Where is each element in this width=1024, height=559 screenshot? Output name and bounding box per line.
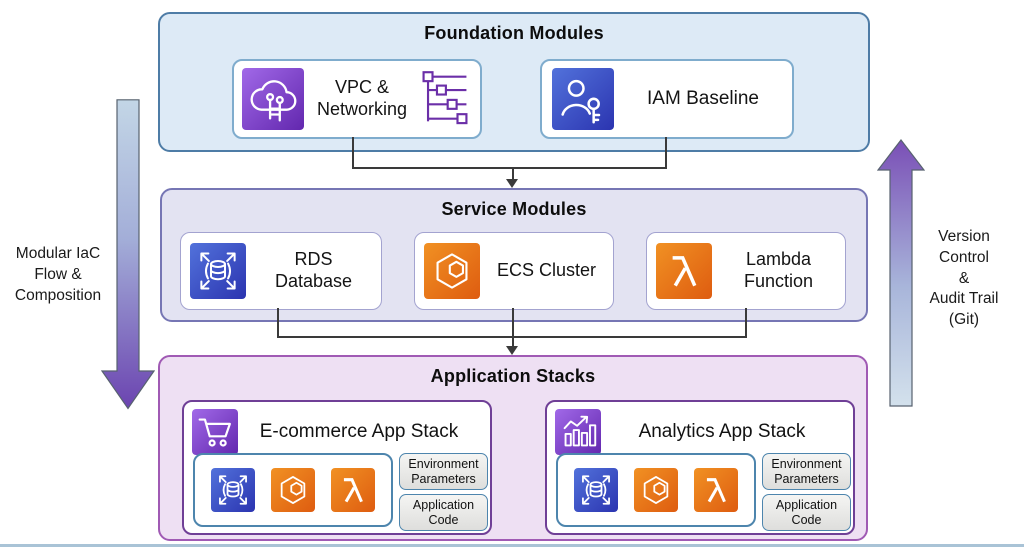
ecs-cluster-card: ECS Cluster (414, 232, 614, 310)
foundation-modules-section: Foundation Modules VPC & Networking (158, 12, 870, 152)
right-flow-label-line: Version (938, 228, 990, 245)
flow-down-arrow-icon (101, 99, 155, 410)
lambda-function-label: Lambda Function (743, 249, 814, 291)
connector-line (665, 137, 667, 168)
ecs-hexagon-icon (271, 468, 315, 512)
analytics-application-code-box: Application Code (762, 494, 851, 531)
connector-line (352, 137, 354, 168)
left-flow-label-line: Modular IaC (15, 245, 101, 262)
right-flow-label: Version Control & Audit Trail (Git) (922, 227, 1006, 331)
lambda-function-card: Lambda Function (646, 232, 846, 310)
connector-arrowhead-icon (506, 346, 518, 355)
rds-database-card: RDS Database (180, 232, 382, 310)
left-flow-label: Modular IaC Flow & Composition (2, 244, 114, 306)
rds-database-icon (211, 468, 255, 512)
analytics-chart-icon (555, 409, 601, 455)
lambda-icon (694, 468, 738, 512)
rds-database-icon (190, 243, 246, 299)
analytics-stack-title: Analytics App Stack (638, 421, 806, 442)
analytics-environment-parameters-box: Environment Parameters (762, 453, 851, 490)
ecommerce-components-box (193, 453, 393, 527)
application-section-title: Application Stacks (430, 366, 596, 386)
bottom-divider (0, 544, 1024, 547)
rds-database-icon (574, 468, 618, 512)
ecommerce-application-code-box: Application Code (399, 494, 488, 531)
connector-line (512, 167, 514, 181)
left-flow-label-line: Flow & (34, 265, 82, 283)
analytics-stack-header: Analytics App Stack (547, 402, 853, 456)
connector-line (512, 308, 514, 348)
iam-user-key-icon (552, 68, 614, 130)
connector-line (277, 308, 279, 337)
service-section-title: Service Modules (441, 199, 587, 219)
rds-database-label: RDS Database (274, 249, 353, 291)
iam-baseline-label: IAM Baseline (647, 87, 759, 109)
iam-baseline-card: IAM Baseline (540, 59, 794, 139)
ecs-cluster-label: ECS Cluster (496, 260, 597, 281)
right-flow-label-line: (Git) (948, 311, 980, 329)
ecommerce-stack-header: E-commerce App Stack (184, 402, 490, 456)
ecs-hexagon-icon (634, 468, 678, 512)
connector-arrowhead-icon (506, 179, 518, 188)
left-flow-label-line: Composition (14, 286, 102, 304)
ecs-hexagon-icon (424, 243, 480, 299)
right-flow-label-line: Control (939, 248, 989, 266)
connector-line (745, 308, 747, 337)
service-modules-section: Service Modules RDS Database (160, 188, 868, 322)
connector-line (352, 167, 667, 169)
version-control-up-arrow-icon (877, 139, 925, 407)
network-tree-icon (422, 71, 468, 125)
foundation-section-title: Foundation Modules (424, 23, 604, 43)
analytics-stack-card: Analytics App Stack (545, 400, 855, 535)
ecommerce-stack-card: E-commerce App Stack (182, 400, 492, 535)
vpc-networking-label: VPC & Networking (316, 77, 408, 119)
vpc-cloud-icon (242, 68, 304, 130)
lambda-icon (656, 243, 712, 299)
application-stacks-section: Application Stacks E-commerce App Stack (158, 355, 868, 541)
shopping-cart-icon (192, 409, 238, 455)
ecommerce-environment-parameters-box: Environment Parameters (399, 453, 488, 490)
vpc-networking-card: VPC & Networking (232, 59, 482, 139)
lambda-icon (331, 468, 375, 512)
right-flow-label-line: Audit Trail (929, 290, 999, 308)
ecommerce-stack-title: E-commerce App Stack (259, 421, 459, 442)
connector-line (277, 336, 747, 338)
analytics-components-box (556, 453, 756, 527)
right-flow-label-line: & (958, 269, 970, 287)
